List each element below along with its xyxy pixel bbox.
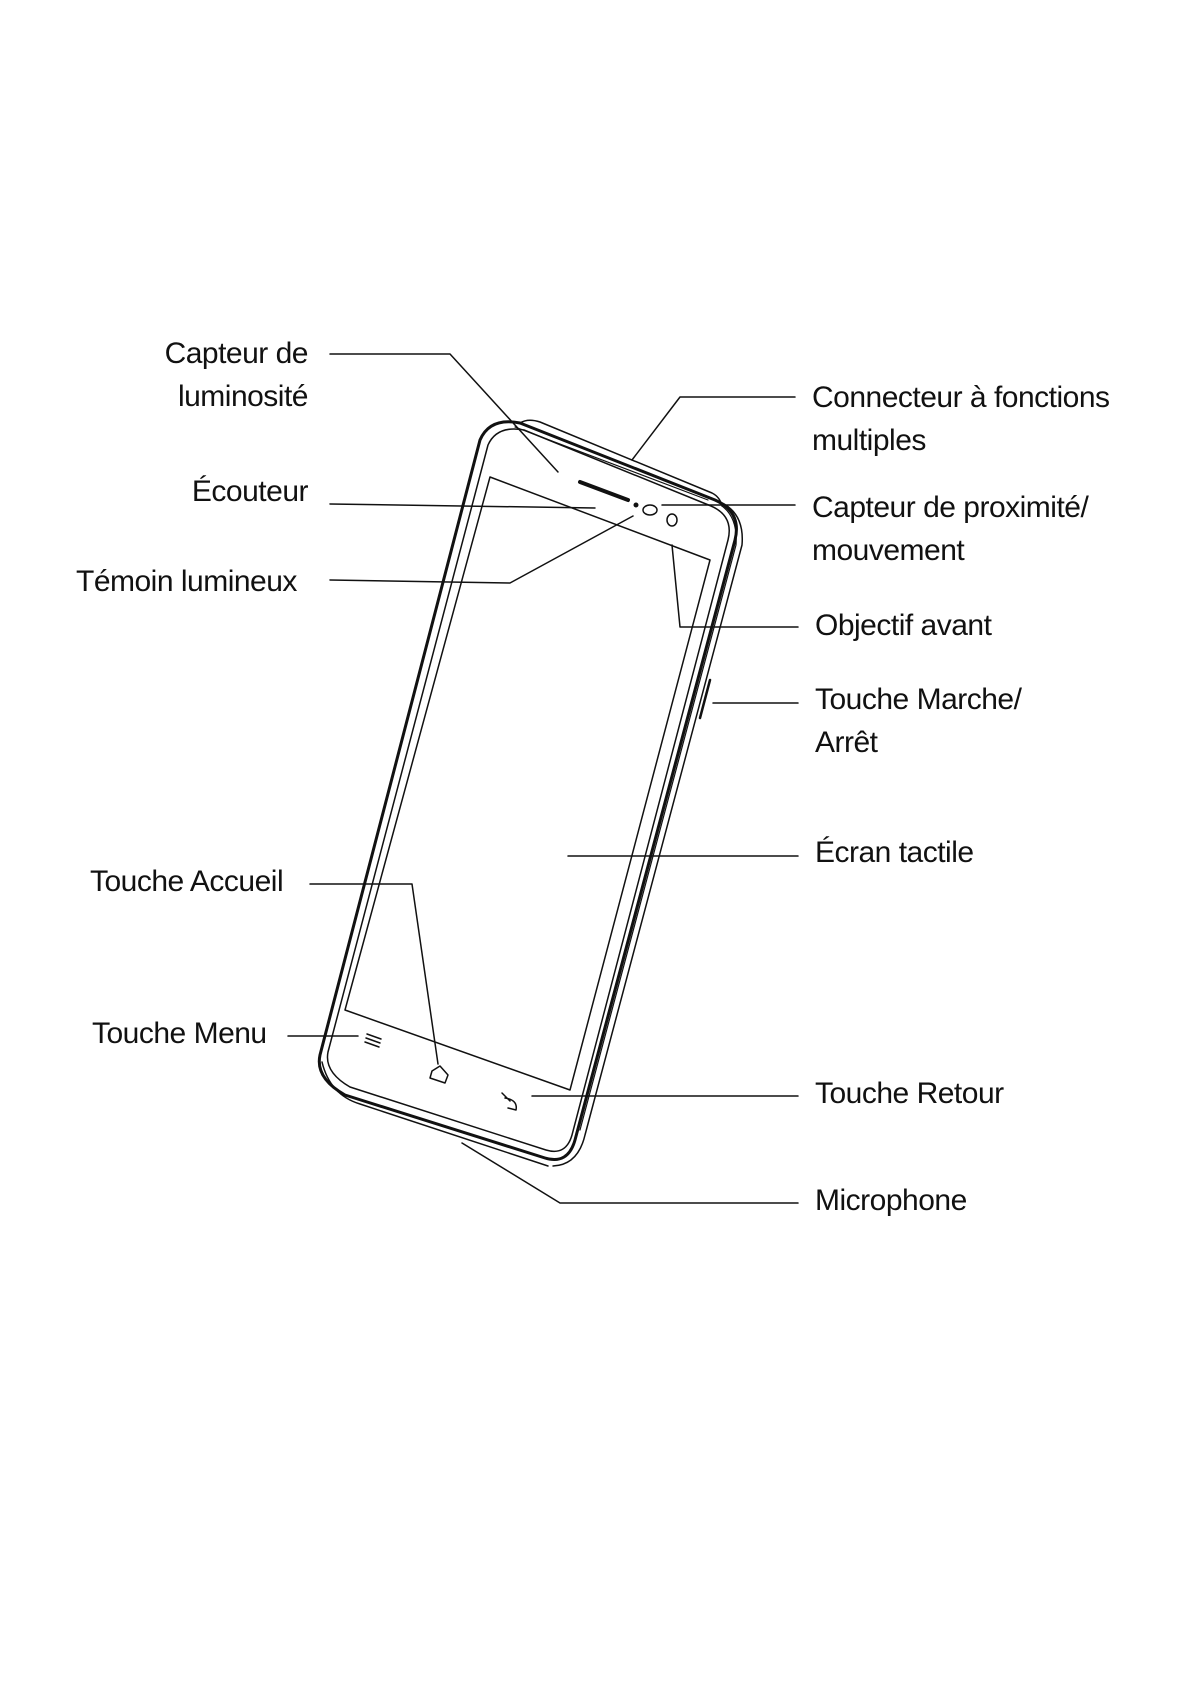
leader-microphone <box>462 1143 798 1203</box>
label-proximity-sensor: Capteur de proximité/ mouvement <box>812 486 1088 572</box>
touch-screen-area <box>345 477 710 1090</box>
leader-light-sensor <box>330 354 558 472</box>
label-microphone-text: Microphone <box>815 1179 967 1222</box>
back-icon <box>502 1093 516 1110</box>
label-light-sensor: Capteur de luminosité <box>120 332 308 418</box>
indicator-light-dot <box>634 503 638 507</box>
leader-front-lens <box>672 545 798 627</box>
label-front-lens: Objectif avant <box>815 604 991 647</box>
label-home-key: Touche Accueil <box>90 860 283 903</box>
label-proximity-sensor-line1: Capteur de proximité/ <box>812 486 1088 529</box>
label-microphone: Microphone <box>815 1179 967 1222</box>
front-camera-shape <box>667 514 677 526</box>
label-touch-screen-text: Écran tactile <box>815 831 974 874</box>
label-indicator-light: Témoin lumineux <box>76 560 297 603</box>
label-proximity-sensor-line2: mouvement <box>812 529 1088 572</box>
label-power-key-line1: Touche Marche/ <box>815 678 1021 721</box>
label-multi-connector: Connecteur à fonctions multiples <box>812 376 1110 462</box>
label-power-key-line2: Arrêt <box>815 721 1021 764</box>
label-front-lens-text: Objectif avant <box>815 604 991 647</box>
label-light-sensor-line2: luminosité <box>120 375 308 418</box>
label-back-key-text: Touche Retour <box>815 1072 1004 1115</box>
label-multi-connector-line2: multiples <box>812 419 1110 462</box>
phone-top-edge-inner <box>515 427 708 500</box>
label-indicator-light-text: Témoin lumineux <box>76 560 297 603</box>
label-earpiece-text: Écouteur <box>120 470 308 513</box>
label-power-key: Touche Marche/ Arrêt <box>815 678 1021 764</box>
label-menu-key: Touche Menu <box>92 1012 267 1055</box>
label-earpiece: Écouteur <box>120 470 308 513</box>
label-back-key: Touche Retour <box>815 1072 1004 1115</box>
earpiece-slot <box>580 482 628 500</box>
home-icon <box>430 1066 448 1083</box>
phone-body-outline <box>319 422 736 1160</box>
label-touch-screen: Écran tactile <box>815 831 974 874</box>
label-menu-key-text: Touche Menu <box>92 1012 267 1055</box>
label-home-key-text: Touche Accueil <box>90 860 283 903</box>
leader-multi-connector <box>632 397 795 460</box>
proximity-sensor-shape <box>643 505 657 515</box>
label-multi-connector-line1: Connecteur à fonctions <box>812 376 1110 419</box>
label-light-sensor-line1: Capteur de <box>120 332 308 375</box>
menu-icon <box>365 1034 381 1047</box>
leader-indicator-light <box>330 516 633 583</box>
phone-side-edge <box>553 500 742 1166</box>
